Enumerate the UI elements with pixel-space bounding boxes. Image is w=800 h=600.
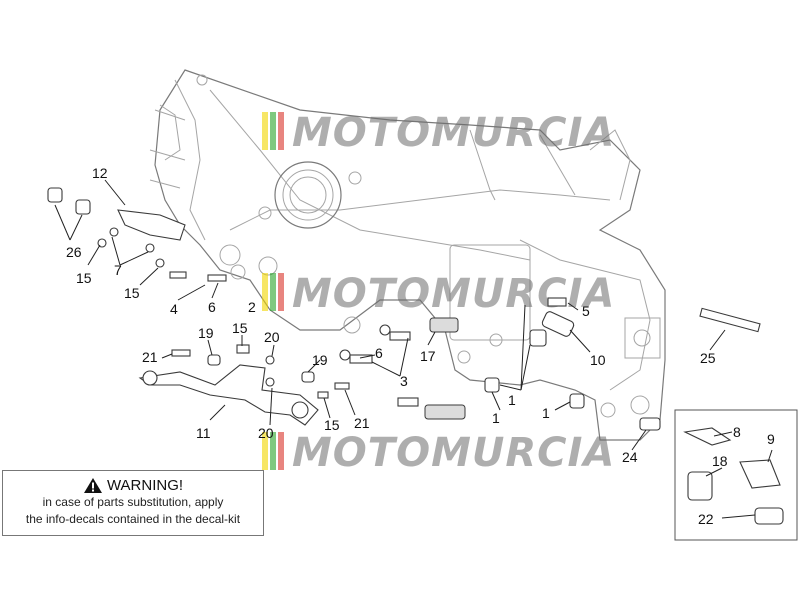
callout-2: 2 <box>248 299 256 315</box>
callout-6-a: 6 <box>208 299 216 315</box>
callout-1-c: 1 <box>542 405 550 421</box>
leader-lines <box>54 179 773 519</box>
callout-12: 12 <box>92 165 108 181</box>
callout-11: 11 <box>196 425 211 441</box>
warning-notice: WARNING! in case of parts substitution, … <box>2 470 264 536</box>
watermark-text-bottom: MOTOMURCIA <box>292 430 615 476</box>
bolts <box>97 227 761 431</box>
callout-1-b: 1 <box>508 392 516 408</box>
callout-26: 26 <box>66 244 82 260</box>
callout-10: 10 <box>590 352 606 368</box>
callout-15-d: 15 <box>324 417 340 433</box>
part-26-caps <box>47 187 91 215</box>
callout-4: 4 <box>170 301 178 317</box>
warning-title-row: WARNING! <box>3 477 263 494</box>
callout-22: 22 <box>698 511 714 527</box>
part-11-bracket <box>138 364 319 426</box>
callout-labels: 12 26 15 7 15 4 6 21 19 15 20 11 20 19 1… <box>66 165 775 527</box>
callout-24: 24 <box>622 449 638 465</box>
callout-6-b: 6 <box>375 345 383 361</box>
frame-body <box>149 69 666 441</box>
watermark-bottom: MOTOMURCIA <box>262 430 615 476</box>
detail-inset <box>674 409 798 541</box>
callout-25: 25 <box>700 350 716 366</box>
watermark-top: MOTOMURCIA <box>262 110 615 156</box>
warning-line-2: the info-decals contained in the decal-k… <box>25 512 241 526</box>
watermark-text-middle: MOTOMURCIA <box>292 271 615 317</box>
warning-triangle-icon <box>83 478 102 493</box>
callout-19-b: 19 <box>312 352 328 368</box>
warning-title: WARNING! <box>106 477 184 494</box>
callout-17: 17 <box>420 348 436 364</box>
callout-15-b: 15 <box>124 285 140 301</box>
callout-9: 9 <box>767 431 775 447</box>
callout-19-a: 19 <box>198 325 214 341</box>
callout-5: 5 <box>582 303 590 319</box>
part-12-bracket <box>117 209 186 241</box>
callout-8: 8 <box>733 424 741 440</box>
parts <box>47 187 761 431</box>
watermark-text-top: MOTOMURCIA <box>292 110 615 156</box>
callout-20-b: 20 <box>258 425 274 441</box>
warning-line-1: in case of parts substitution, apply <box>42 495 224 509</box>
callout-15-a: 15 <box>76 270 92 286</box>
callout-18: 18 <box>712 453 728 469</box>
callout-20-a: 20 <box>264 329 280 345</box>
callout-3: 3 <box>400 373 408 389</box>
watermark-middle: MOTOMURCIA <box>262 271 615 317</box>
callout-15-c: 15 <box>232 320 248 336</box>
callout-21-b: 21 <box>354 415 370 431</box>
callout-21-a: 21 <box>142 349 158 365</box>
callout-1-a: 1 <box>492 410 500 426</box>
callout-7: 7 <box>114 262 122 278</box>
